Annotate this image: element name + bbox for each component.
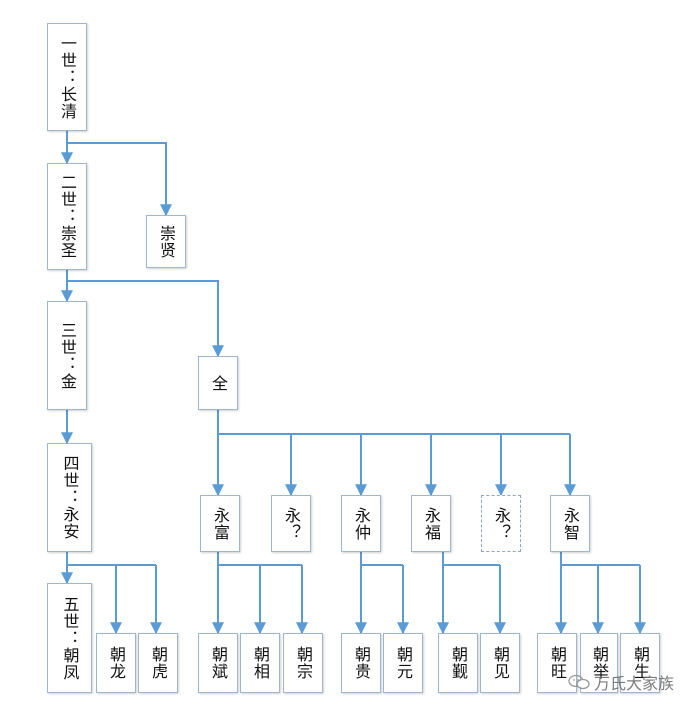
node-chaoguan: 朝觐 xyxy=(438,633,478,693)
edge-gen2-to-quan xyxy=(67,280,224,358)
node-label: 朝旺 xyxy=(548,646,567,680)
node-chaojian: 朝见 xyxy=(480,633,520,693)
node-chaosheng: 朝生 xyxy=(620,633,660,693)
watermark: 万氏大家族 xyxy=(568,670,674,694)
node-label: 朝生 xyxy=(631,646,650,680)
node-chongxian: 崇贤 xyxy=(146,215,186,268)
node-label: 永仲 xyxy=(352,506,371,541)
node-label: 一世：长清 xyxy=(58,34,77,120)
node-label: 五世：朝凤 xyxy=(60,595,80,681)
watermark-text: 万氏大家族 xyxy=(593,674,674,693)
edge-yongfu2-bus xyxy=(442,552,500,566)
node-label: 朝贵 xyxy=(352,646,371,680)
node-yongfu-bless: 永福 xyxy=(411,495,451,552)
node-label: 朝见 xyxy=(491,646,510,680)
node-label: 永富 xyxy=(211,506,230,541)
node-label: 永福 xyxy=(422,506,441,541)
node-chaolong: 朝龙 xyxy=(96,633,136,693)
node-chaozong: 朝宗 xyxy=(283,633,323,693)
node-chaohu: 朝虎 xyxy=(138,633,178,693)
node-label: 永？ xyxy=(492,506,511,541)
node-gen4: 四世：永安 xyxy=(47,443,92,552)
node-gen3: 三世：金 xyxy=(47,301,87,410)
edge-yongfu-bus xyxy=(217,552,302,566)
node-yongzhi: 永智 xyxy=(550,495,590,552)
node-chaoxiang: 朝相 xyxy=(240,633,280,693)
node-label: 朝元 xyxy=(394,646,413,680)
node-yongzhong: 永仲 xyxy=(341,495,381,552)
node-chaowang: 朝旺 xyxy=(537,633,577,693)
node-label: 全 xyxy=(209,374,228,392)
node-gen2: 二世：崇圣 xyxy=(47,163,87,270)
node-label: 朝举 xyxy=(590,646,609,680)
node-chaogui: 朝贵 xyxy=(341,633,381,693)
node-yong-unknown-2: 永？ xyxy=(481,495,521,552)
node-chaoyuan: 朝元 xyxy=(383,633,423,693)
node-gen1: 一世：长清 xyxy=(47,23,87,131)
node-label: 三世：金 xyxy=(58,321,77,390)
node-gen5: 五世：朝凤 xyxy=(47,583,92,693)
node-label: 二世：崇圣 xyxy=(58,174,77,259)
node-label: 朝虎 xyxy=(149,646,168,680)
edge-gen4-bus xyxy=(66,552,156,566)
node-yong-unknown-1: 永？ xyxy=(271,495,311,552)
edge-yongzhong-bus xyxy=(360,552,403,566)
wechat-icon xyxy=(568,674,590,690)
edge-yongzhi-bus xyxy=(560,552,640,566)
node-chaoju: 朝举 xyxy=(580,633,618,693)
node-label: 崇贤 xyxy=(157,224,176,259)
node-quan: 全 xyxy=(198,356,238,410)
node-label: 朝相 xyxy=(251,646,270,680)
node-label: 朝觐 xyxy=(449,646,468,680)
node-label: 四世：永安 xyxy=(60,455,80,540)
node-label: 永？ xyxy=(282,506,301,541)
node-label: 朝宗 xyxy=(294,646,313,680)
node-label: 永智 xyxy=(561,506,580,541)
node-chaobin: 朝斌 xyxy=(198,633,238,693)
edge-gen1-to-chongxian xyxy=(67,142,172,217)
node-yongfu-rich: 永富 xyxy=(200,495,240,552)
node-label: 朝斌 xyxy=(209,646,228,680)
node-label: 朝龙 xyxy=(107,646,126,680)
